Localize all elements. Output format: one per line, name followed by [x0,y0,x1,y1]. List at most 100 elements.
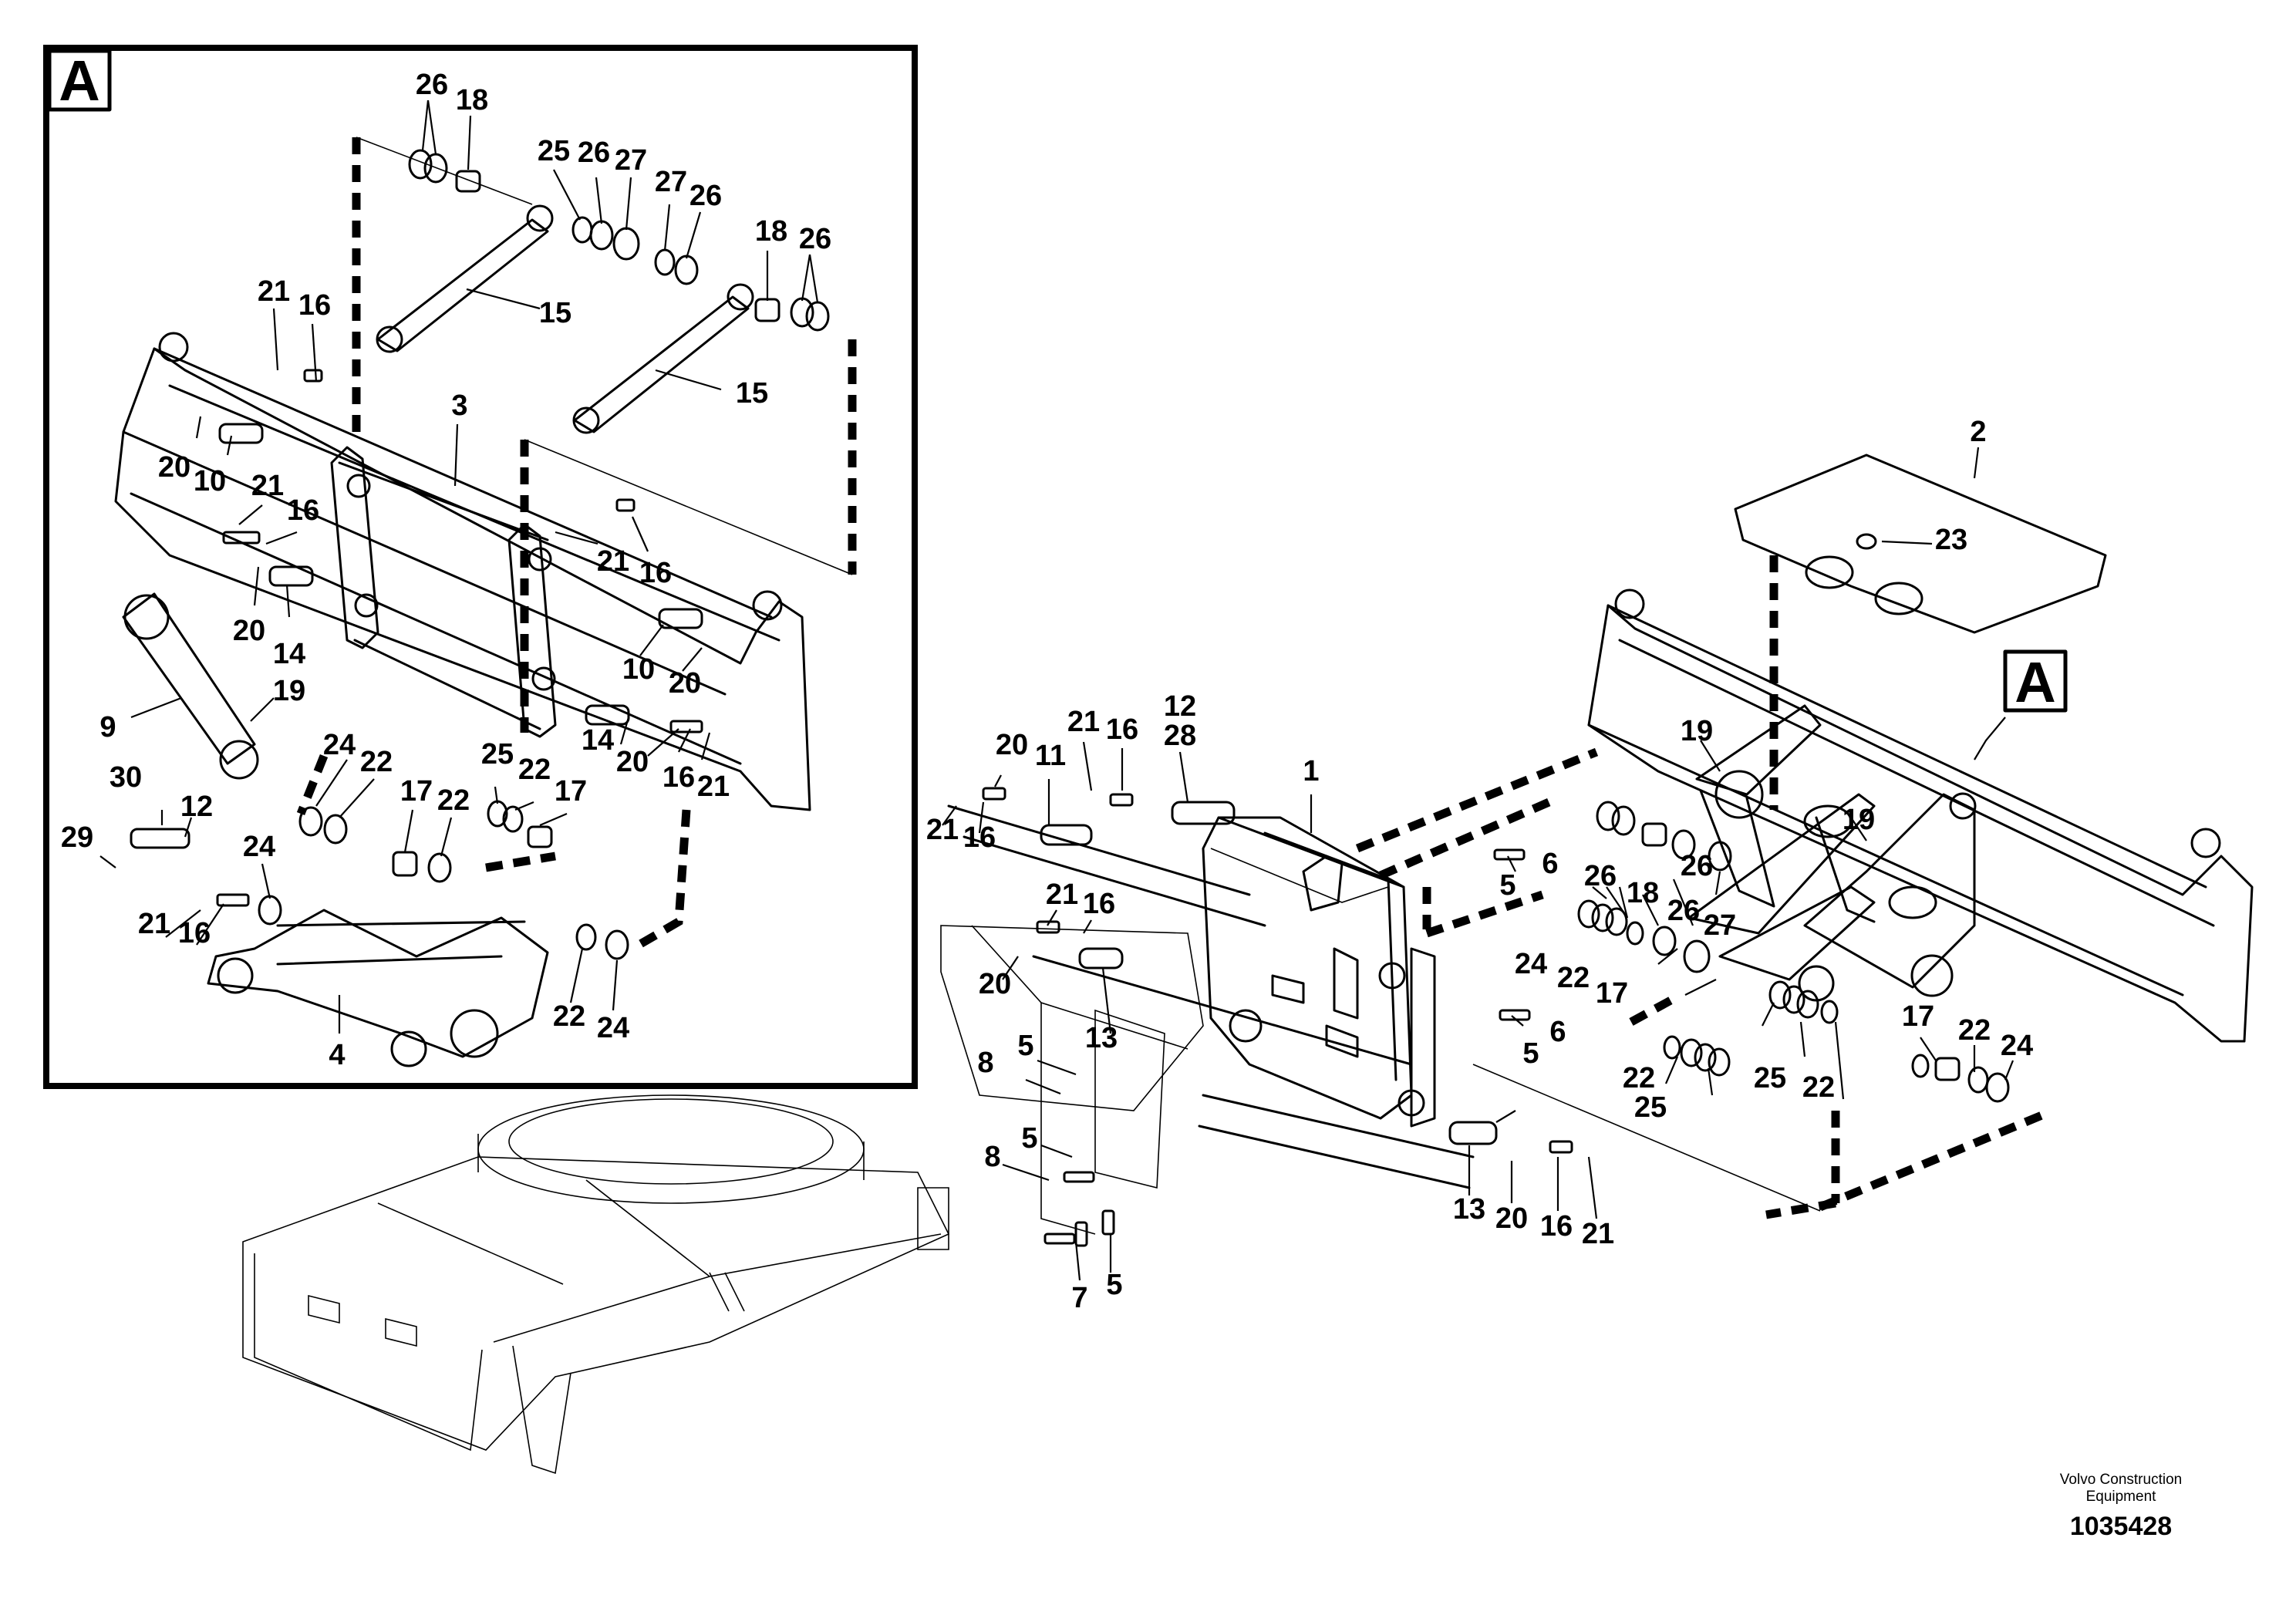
callout-15: 15 [539,297,571,329]
callout-30: 30 [110,761,142,794]
detail-view-a: A [43,45,918,1089]
detail-ref-box [2003,649,2068,713]
callout-16: 16 [1106,713,1138,746]
callout-18: 18 [456,84,488,116]
callout-20: 20 [996,729,1028,761]
mounting-bracket-1 [1202,816,1436,1128]
callout-20: 20 [158,451,190,484]
callout-21: 21 [597,545,629,578]
callout-26: 26 [1667,895,1700,927]
cylinder-9 [122,592,259,780]
callout-16: 16 [287,494,319,527]
detail-leaders [99,99,819,1034]
callout-22: 22 [1802,1071,1835,1104]
callout-5: 5 [1499,869,1515,902]
callout-18: 18 [1627,877,1659,909]
callout-6: 6 [1542,848,1558,880]
callout-20: 20 [233,615,265,647]
callout-15: 15 [736,377,768,410]
main-callouts: 20 11 21 16 12 28 1 2 23 21 16 21 16 20 … [926,416,2033,1314]
callout-22: 22 [360,746,393,778]
callout-25: 25 [538,135,570,167]
callout-23: 23 [1935,524,1967,556]
callout-12: 12 [1164,690,1196,723]
callout-17: 17 [1902,1000,1934,1033]
main-linkage [1687,704,1977,1002]
callout-8: 8 [984,1141,1000,1173]
callout-19: 19 [1681,715,1713,747]
callout-5: 5 [1522,1037,1539,1070]
detail-label-box [47,49,112,112]
callout-20: 20 [616,746,649,778]
callout-5: 5 [1106,1269,1122,1301]
callout-16: 16 [663,761,695,794]
callout-13: 13 [1453,1193,1485,1226]
callout-26: 26 [1681,850,1713,882]
callout-19: 19 [1843,804,1875,836]
dozer-blade-main [1587,588,2254,1043]
chassis [242,925,1204,1475]
callout-28: 28 [1164,720,1196,752]
callout-16: 16 [1540,1210,1573,1243]
callout-17: 17 [555,775,587,808]
callout-26: 26 [578,137,610,169]
callout-25: 25 [1754,1062,1786,1094]
callout-6: 6 [1549,1016,1566,1048]
dozer-blade-detail [114,332,811,811]
callout-16: 16 [639,557,672,589]
mount-frame-4 [207,909,549,1067]
callout-21: 21 [1067,706,1100,738]
callout-16: 16 [1083,888,1115,920]
callout-10: 10 [622,653,655,686]
callout-2: 2 [1970,416,1986,448]
callout-11: 11 [1035,740,1066,772]
callout-24: 24 [323,729,356,761]
callout-5: 5 [1021,1122,1037,1155]
callout-1: 1 [1303,755,1319,787]
main-leaders [942,447,2014,1281]
callout-22: 22 [1557,962,1590,994]
drawing-number: 1035428 [2069,1512,2173,1541]
callout-21: 21 [926,814,959,846]
callout-3: 3 [451,389,467,422]
callout-16: 16 [963,821,996,854]
callout-20: 20 [979,968,1011,1000]
callout-21: 21 [1046,878,1078,911]
callout-16: 16 [178,917,211,949]
callout-14: 14 [582,724,614,757]
callout-9: 9 [99,711,116,744]
callout-18: 18 [755,215,787,248]
callout-7: 7 [1071,1282,1087,1314]
callout-24: 24 [1515,948,1547,980]
callout-12: 12 [180,791,213,823]
callout-26: 26 [799,223,831,255]
main-assembly: A 20 11 21 16 12 28 1 2 23 21 16 21 16 2… [242,416,2254,1475]
callout-21: 21 [138,908,170,940]
callout-27: 27 [1704,909,1736,942]
detail-frame [43,45,918,1089]
detail-assembly-lines [296,137,857,953]
callout-22: 22 [518,754,551,786]
callout-14: 14 [273,638,305,670]
callout-26: 26 [416,69,448,101]
main-small-parts [1043,801,2010,1247]
callout-4: 4 [329,1039,345,1071]
callout-19: 19 [273,675,305,707]
callout-26: 26 [1584,860,1617,892]
callout-17: 17 [400,775,433,808]
callout-25: 25 [1634,1091,1667,1124]
callout-21: 21 [697,771,730,803]
callout-22: 22 [1623,1062,1655,1094]
detail-ref-label: A [2014,650,2055,714]
callout-5: 5 [1017,1030,1033,1062]
callout-21: 21 [258,275,290,308]
callout-10: 10 [194,465,226,497]
callout-27: 27 [655,166,687,198]
callout-17: 17 [1596,977,1628,1010]
callout-16: 16 [298,289,331,322]
callout-24: 24 [2001,1030,2033,1062]
callout-13: 13 [1085,1022,1118,1054]
callout-25: 25 [481,738,514,771]
link-arms-15 [376,204,754,434]
